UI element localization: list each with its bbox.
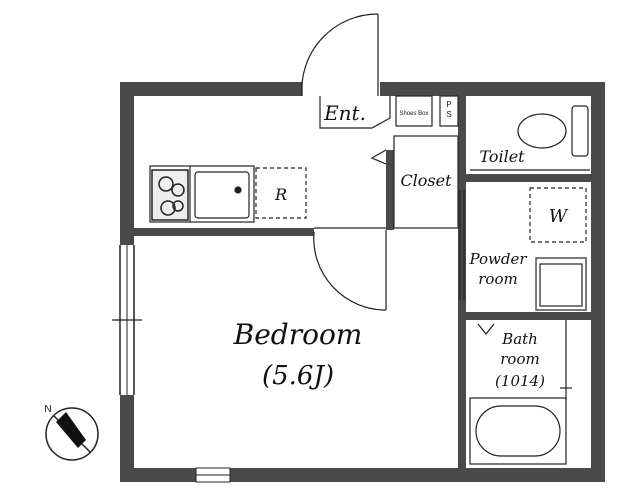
bedroom-door — [313, 227, 387, 311]
washer-label: W — [549, 206, 569, 227]
interior-walls — [134, 96, 591, 468]
outer-walls — [120, 82, 605, 482]
washer-space — [529, 187, 587, 243]
bottom-window — [195, 467, 231, 483]
powder-room-label-1: Powder — [468, 250, 527, 268]
toilet-fixture — [470, 105, 590, 171]
closet-area — [370, 135, 459, 229]
bath-label-3: (1014) — [495, 372, 545, 390]
bath-label-2: room — [500, 350, 539, 368]
left-window — [112, 245, 142, 395]
compass-north-label: N — [44, 404, 51, 415]
entrance-door — [301, 13, 379, 97]
powder-sink — [535, 257, 587, 311]
entrance-label: Ent. — [323, 101, 366, 125]
kitchen-counter — [149, 165, 255, 223]
bathtub — [469, 320, 572, 465]
shoes-box-label: Shoes Box — [399, 111, 428, 117]
bedroom-label: Bedroom — [233, 318, 363, 351]
ps-line: P — [446, 100, 451, 109]
closet-label: Closet — [400, 171, 452, 190]
bedroom-size-label: (5.6J) — [262, 361, 334, 391]
refrigerator-label: R — [274, 185, 287, 204]
bath-door-mark — [477, 323, 495, 335]
toilet-label: Toilet — [479, 147, 525, 166]
compass-icon: N — [44, 404, 99, 461]
ps-line: S — [446, 110, 451, 119]
entrance-area — [319, 95, 459, 129]
powder-door — [459, 190, 465, 300]
bath-label-1: Bath — [501, 330, 538, 348]
powder-room-label-2: room — [478, 270, 517, 288]
stove-burners — [151, 169, 189, 221]
refrigerator-space — [255, 167, 307, 219]
